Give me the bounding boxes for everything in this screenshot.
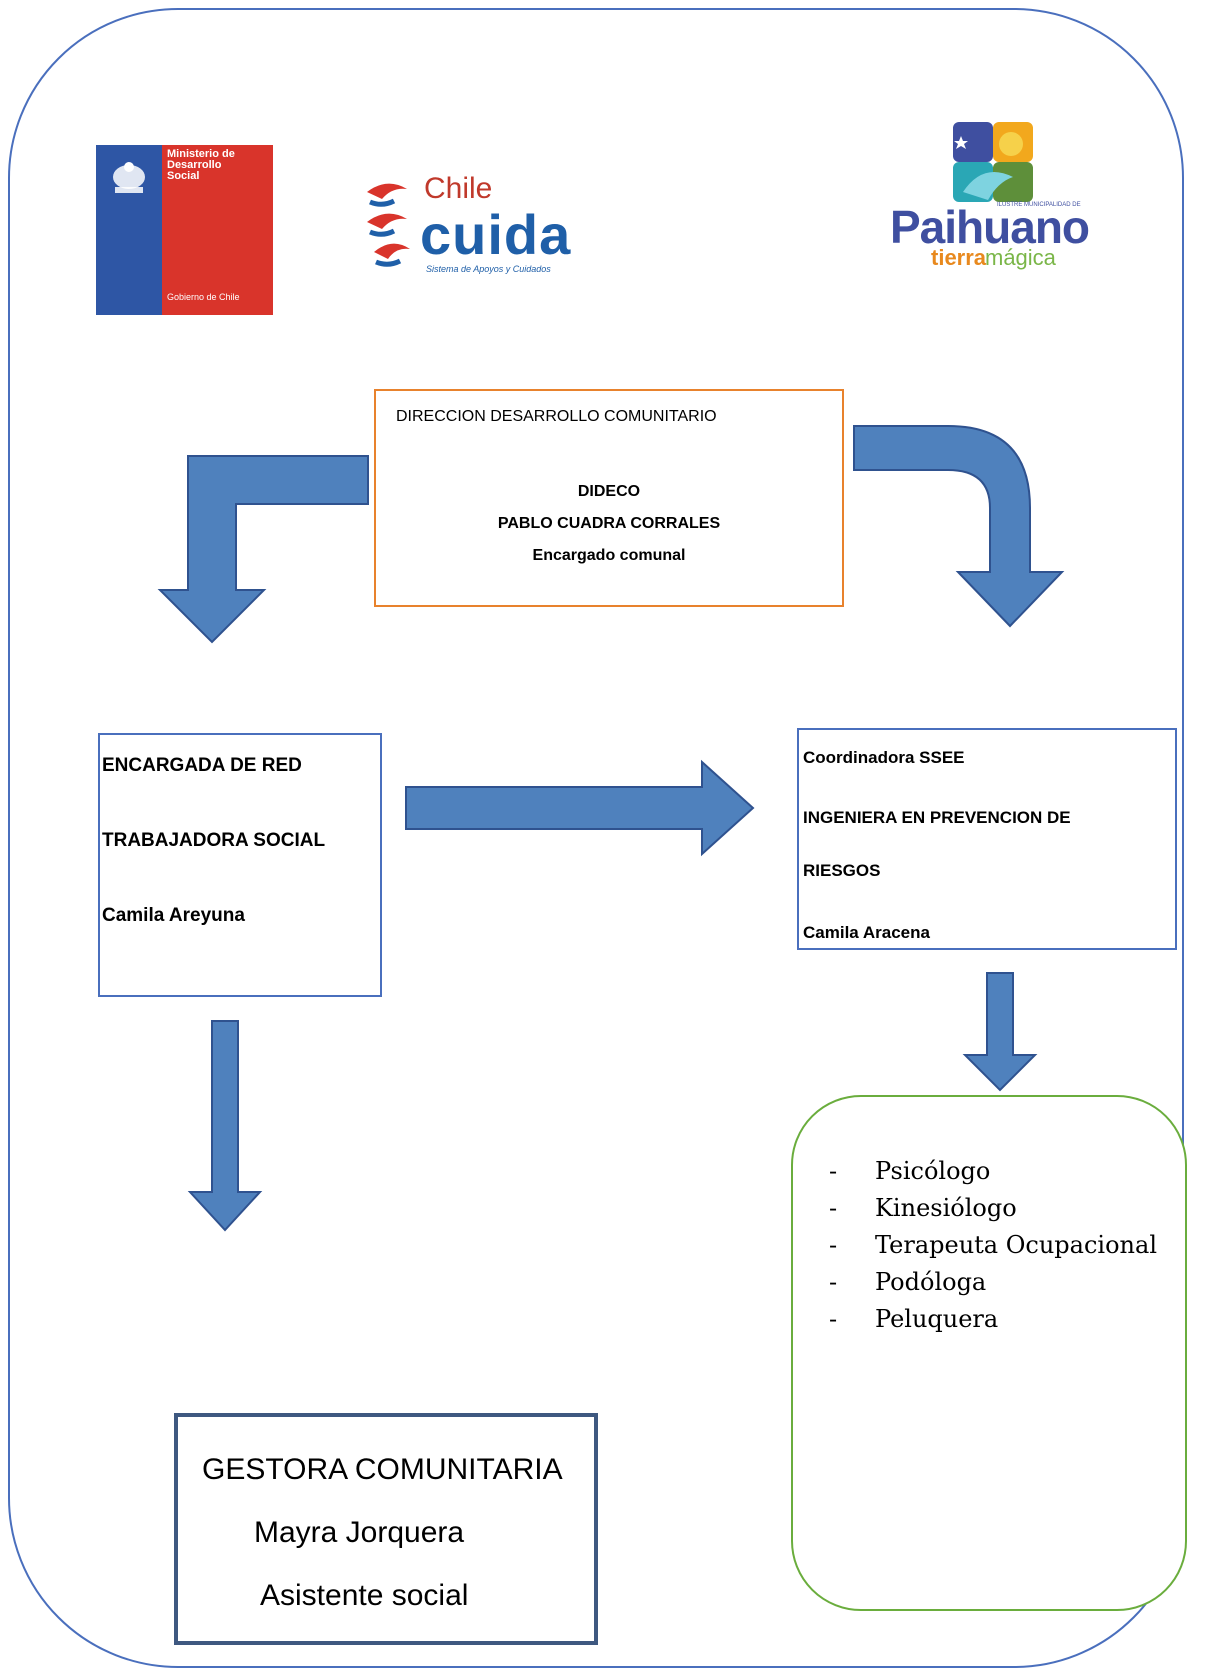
bullet: - <box>829 1231 838 1259</box>
dideco-box: DIRECCION DESARROLLO COMUNITARIO DIDECO … <box>374 389 844 607</box>
list-item: - Terapeuta Ocupacional <box>829 1227 1157 1264</box>
coord-line4: Camila Aracena <box>803 923 930 942</box>
list-item: - Psicólogo <box>829 1153 1157 1190</box>
bullet: - <box>829 1268 838 1296</box>
bullet: - <box>829 1305 838 1333</box>
ministerio-logo: Ministerio de Desarrollo Social Gobierno… <box>96 145 273 315</box>
ministerio-title: Ministerio de Desarrollo Social <box>167 148 235 182</box>
list-item: - Podóloga <box>829 1264 1157 1301</box>
gestora-line2: Mayra Jorquera <box>254 1516 465 1549</box>
team-item-label: Psicólogo <box>875 1157 991 1185</box>
dideco-heading: DIRECCION DESARROLLO COMUNITARIO <box>396 408 717 425</box>
red-box: ENCARGADA DE RED TRABAJADORA SOCIAL Cami… <box>98 733 382 997</box>
gestora-box: GESTORA COMUNITARIA Mayra Jorquera Asist… <box>174 1413 598 1645</box>
chile-cuida-small: Chile <box>424 172 493 205</box>
coord-line2: INGENIERA EN PREVENCION DE <box>803 808 1071 827</box>
arrow-dideco-to-red <box>157 455 369 644</box>
team-item-label: Peluquera <box>875 1305 999 1333</box>
paihuano-tag-b: mágica <box>985 245 1056 270</box>
arrow-red-to-coord <box>405 759 755 857</box>
coord-line3: RIESGOS <box>803 861 881 880</box>
coord-line1: Coordinadora SSEE <box>803 748 965 767</box>
team-item-label: Kinesiólogo <box>875 1194 1017 1222</box>
arrow-dideco-to-coord <box>853 425 1065 628</box>
hands-icon <box>367 183 410 267</box>
list-item: - Peluquera <box>829 1301 1157 1338</box>
dideco-line1: DIDECO <box>577 483 641 500</box>
dideco-line2: PABLO CUADRA CORRALES <box>497 515 721 532</box>
bullet: - <box>829 1194 838 1222</box>
red-line3: Camila Areyuna <box>102 905 245 926</box>
paihuano-logo: ILUSTRE MUNICIPALIDAD DE Paihuano tierra… <box>885 122 1090 270</box>
team-list: - Psicólogo - Kinesiólogo - Terapeuta Ocupa… <box>829 1153 1157 1338</box>
gestora-line3: Asistente social <box>260 1579 469 1612</box>
team-box: - Psicólogo - Kinesiólogo - Terapeuta Ocupa… <box>791 1095 1187 1611</box>
team-item-label: Podóloga <box>875 1268 987 1296</box>
list-item: - Kinesiólogo <box>829 1190 1157 1227</box>
ministerio-red-panel: Ministerio de Desarrollo Social Gobierno… <box>162 145 273 315</box>
red-line1: ENCARGADA DE RED <box>102 755 302 776</box>
ministerio-footer: Gobierno de Chile <box>167 292 240 302</box>
team-item-label: Terapeuta Ocupacional <box>875 1231 1157 1259</box>
paihuano-tag-a: tierra <box>931 245 987 270</box>
paihuano-small: ILUSTRE MUNICIPALIDAD DE <box>997 202 1081 208</box>
paihuano-emblem-icon <box>953 122 1033 202</box>
arrow-coord-down <box>962 972 1038 1092</box>
chile-cuida-big: cuida <box>420 203 572 266</box>
chile-cuida-subtitle: Sistema de Apoyos y Cuidados <box>426 264 551 274</box>
paihuano-word: Paihuano <box>890 201 1090 253</box>
coord-box: Coordinadora SSEE INGENIERA EN PREVENCIO… <box>797 728 1177 950</box>
arrow-red-down <box>187 1020 263 1232</box>
bullet: - <box>829 1157 838 1185</box>
coat-of-arms-icon <box>96 145 162 315</box>
dideco-line3: Encargado comunal <box>532 547 686 564</box>
chile-cuida-logo: Chile cuida Sistema de Apoyos y Cuidados <box>362 172 582 282</box>
red-line2: TRABAJADORA SOCIAL <box>102 830 326 851</box>
gestora-line1: GESTORA COMUNITARIA <box>202 1453 563 1486</box>
